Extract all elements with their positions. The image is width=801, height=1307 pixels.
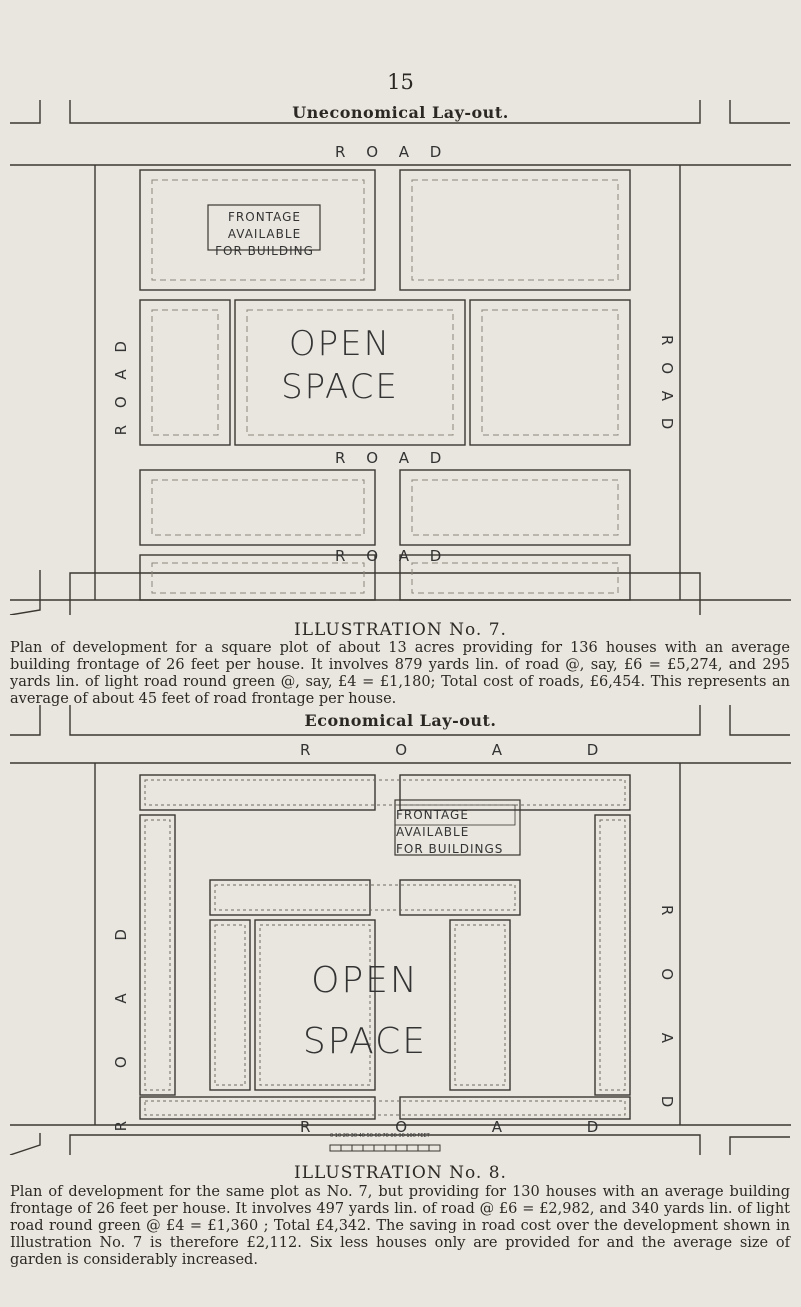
plan-uneconomical-drawing [9,100,791,615]
figure2-frontage-line2: FOR BUILDINGS [396,841,504,856]
figure1-open-line1: OPEN [288,324,392,364]
figure2-caption: Plan of development for the same plot as… [10,1184,790,1268]
figure2-road-left: R O A D [112,905,130,1132]
figure2-scale-bar [329,1144,441,1152]
figure2-title: Economical Lay-out. [304,711,497,730]
figure1-open-line2: SPACE [281,366,399,407]
figure1-road-right: R O A D [658,335,676,436]
figure1-title: Uneconomical Lay-out. [292,103,509,122]
figure2-open-space: OPEN SPACE [290,950,440,1072]
figure2-open-line1: OPEN [311,960,419,1001]
figure2-frontage-line1: FRONTAGE AVAILABLE [396,808,470,839]
figure2-scale-label: 0 10 20 30 40 50 60 70 80 90 100 FEET [330,1133,430,1139]
page-number: 15 [387,70,414,94]
figure1-road-bottom: R O A D [335,547,450,565]
figure1-road-left: R O A D [112,335,130,436]
plan-uneconomical: Uneconomical Lay-out. R O A D R O A D R … [0,95,801,615]
figure1-open-space: OPEN SPACE [260,323,420,408]
figure2-frontage-label: FRONTAGE AVAILABLE FOR BUILDINGS [396,807,518,857]
figure2-illustration-label: ILLUSTRATION No. 8. [294,1163,507,1183]
figure1-frontage-label: FRONTAGE AVAILABLE FOR BUILDING [215,210,314,258]
figure2-road-top: R O A D [300,741,639,759]
figure2-road-bottom: R O A D [300,1118,639,1136]
figure1-illustration-label: ILLUSTRATION No. 7. [294,620,507,640]
figure2-open-line2: SPACE [302,1021,428,1063]
figure2-road-right: R O A D [658,905,676,1132]
figure1-road-middle: R O A D [335,449,450,467]
figure1-caption: Plan of development for a square plot of… [10,640,790,707]
plan-economical: Economical Lay-out. R O A D R O A D R O … [0,705,801,1155]
figure1-road-top: R O A D [335,143,450,161]
plan-economical-drawing [9,705,791,1155]
